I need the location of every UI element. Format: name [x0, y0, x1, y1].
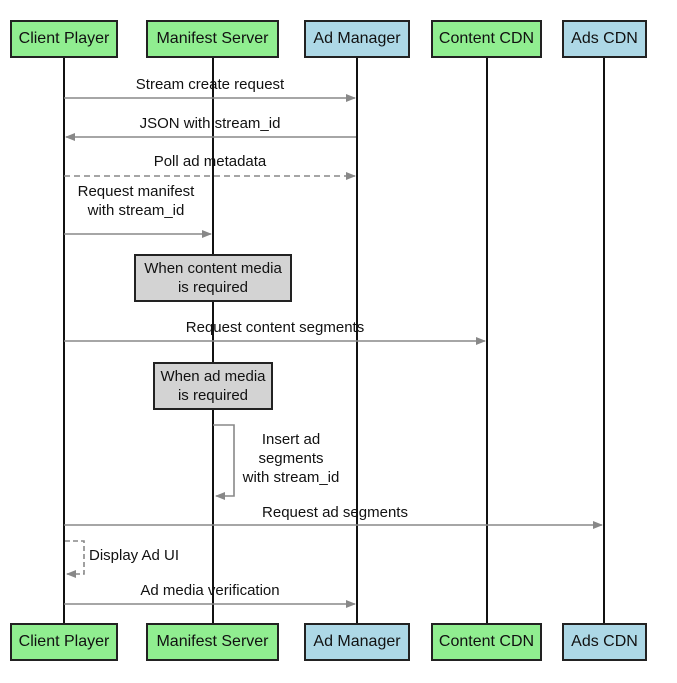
message-json-stream-id: JSON with stream_id — [139, 115, 281, 132]
participant-label: Ad Manager — [313, 633, 401, 650]
message-stream-create: Stream create request — [135, 76, 285, 93]
participant-ads-cdn: Ads CDN — [562, 20, 647, 58]
participant-manifest-server-bottom: Manifest Server — [146, 623, 279, 661]
participant-label: Content CDN — [438, 633, 535, 650]
participant-label: Ads CDN — [571, 633, 638, 650]
message-line: Insert ad — [261, 431, 321, 448]
message-request-manifest: Request manifest with stream_id — [66, 182, 206, 220]
participant-label: Client Player — [18, 30, 110, 47]
participant-ads-cdn-bottom: Ads CDN — [562, 623, 647, 661]
arrow-insert-ad-self — [213, 424, 235, 500]
participant-client-player-bottom: Client Player — [10, 623, 118, 661]
lifeline-ads-cdn — [603, 58, 605, 624]
participant-ad-manager-bottom: Ad Manager — [304, 623, 410, 661]
note-ad-media: When ad media is required — [153, 362, 273, 410]
note-content-media: When content media is required — [134, 254, 292, 302]
message-line: Request manifest — [77, 183, 195, 200]
participant-client-player: Client Player — [10, 20, 118, 58]
participant-label: Client Player — [18, 633, 110, 650]
note-line: is required — [177, 279, 249, 296]
participant-content-cdn: Content CDN — [431, 20, 542, 58]
participant-content-cdn-bottom: Content CDN — [431, 623, 542, 661]
participant-label: Manifest Server — [156, 30, 269, 47]
note-line: is required — [177, 387, 249, 404]
message-line: segments — [258, 450, 324, 467]
participant-ad-manager: Ad Manager — [304, 20, 410, 58]
message-request-ad: Request ad segments — [262, 504, 408, 521]
message-poll-metadata: Poll ad metadata — [153, 153, 267, 170]
message-request-content: Request content segments — [185, 319, 365, 336]
lifeline-content-cdn — [486, 58, 488, 624]
message-line: with stream_id — [87, 202, 185, 219]
message-insert-ad: Insert ad segments with stream_id — [236, 430, 346, 487]
participant-manifest-server: Manifest Server — [146, 20, 279, 58]
message-line: with stream_id — [242, 469, 340, 486]
arrow-display-ad-ui-self — [65, 540, 85, 578]
participant-label: Ads CDN — [571, 30, 638, 47]
message-ad-verification: Ad media verification — [140, 582, 280, 599]
participant-label: Manifest Server — [156, 633, 269, 650]
note-line: When ad media — [160, 368, 266, 385]
participant-label: Content CDN — [438, 30, 535, 47]
message-display-ad-ui: Display Ad UI — [89, 547, 180, 564]
participant-label: Ad Manager — [313, 30, 401, 47]
note-line: When content media — [144, 260, 282, 277]
